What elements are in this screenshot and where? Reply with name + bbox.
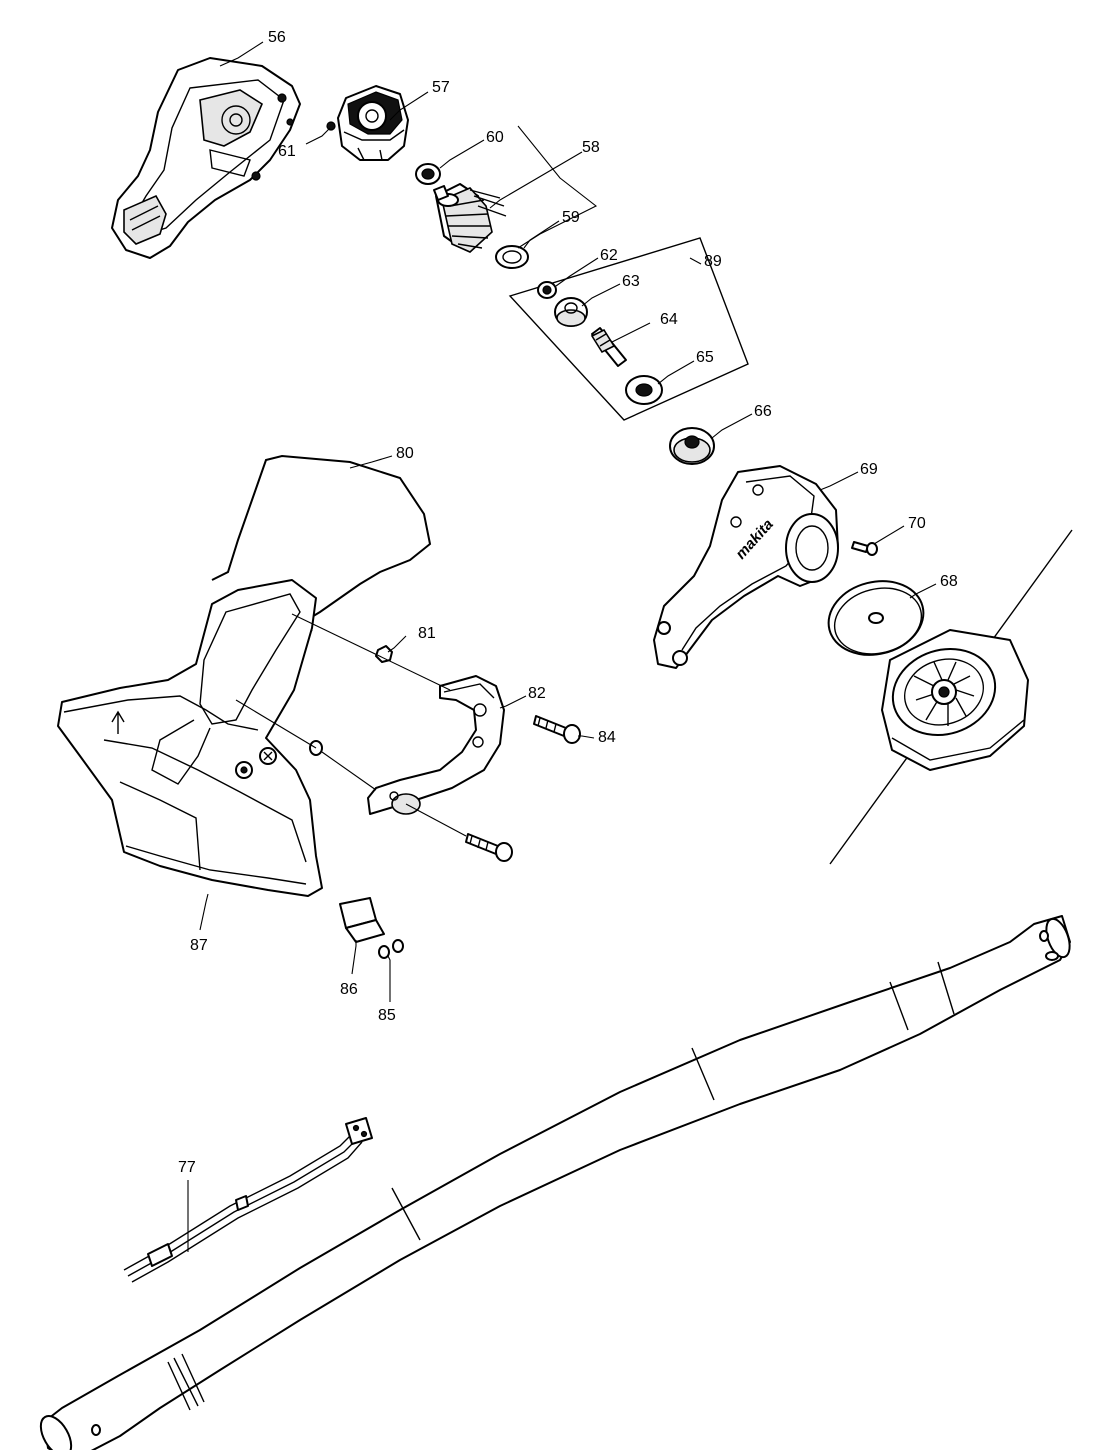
callout-82: 82 (528, 685, 546, 702)
bearing-retainer-part (669, 427, 715, 465)
callout-61: 61 (278, 143, 296, 160)
callout-labels: 56 57 61 60 58 59 62 89 63 64 65 66 80 6… (178, 29, 958, 1176)
wire-harness-part (123, 1117, 373, 1283)
motor-housing-part (111, 57, 301, 259)
callout-81: 81 (418, 625, 436, 642)
spindle-part (590, 327, 627, 367)
callout-58: 58 (582, 139, 600, 156)
guard-clamp-part (367, 675, 505, 815)
callout-66: 66 (754, 403, 772, 420)
bearing-lower-part (495, 245, 529, 269)
bracket-part (339, 897, 385, 943)
gear-set-bearing-part (537, 281, 557, 299)
callout-86: 86 (340, 981, 358, 998)
callout-87: 87 (190, 937, 208, 954)
callout-69: 69 (860, 461, 878, 478)
disk-part (827, 580, 925, 656)
spindle-bearing-part (625, 375, 663, 405)
nut-part (375, 645, 393, 663)
gear-set-panel (508, 237, 749, 421)
callout-65: 65 (696, 349, 714, 366)
bracket-screws-part (378, 939, 404, 959)
callout-84: 84 (598, 729, 616, 746)
callout-64: 64 (660, 311, 678, 328)
callout-60: 60 (486, 129, 504, 146)
callout-62: 62 (600, 247, 618, 264)
callout-63: 63 (622, 273, 640, 290)
clamp-screw-upper-part (533, 715, 581, 744)
screw-part (851, 541, 878, 556)
armature-part (433, 183, 507, 253)
callout-77: 77 (178, 1159, 196, 1176)
callout-59: 59 (562, 209, 580, 226)
callout-70: 70 (908, 515, 926, 532)
callout-80: 80 (396, 445, 414, 462)
gear-housing-part: makita (653, 465, 839, 669)
callout-57: 57 (432, 79, 450, 96)
callout-85: 85 (378, 1007, 396, 1024)
callout-68: 68 (940, 573, 958, 590)
motor-stator-part (337, 85, 409, 161)
callout-89: 89 (704, 253, 722, 270)
gear-part (554, 297, 588, 327)
leader-lines (187, 41, 937, 1252)
bearing-upper-part (415, 163, 441, 185)
small-screw-part (326, 121, 336, 131)
guard-part (57, 579, 323, 897)
spool-part (829, 529, 1073, 865)
callout-56: 56 (268, 29, 286, 46)
clamp-screw-lower-part (465, 833, 513, 862)
shaft-tube-part (39, 915, 1071, 1450)
